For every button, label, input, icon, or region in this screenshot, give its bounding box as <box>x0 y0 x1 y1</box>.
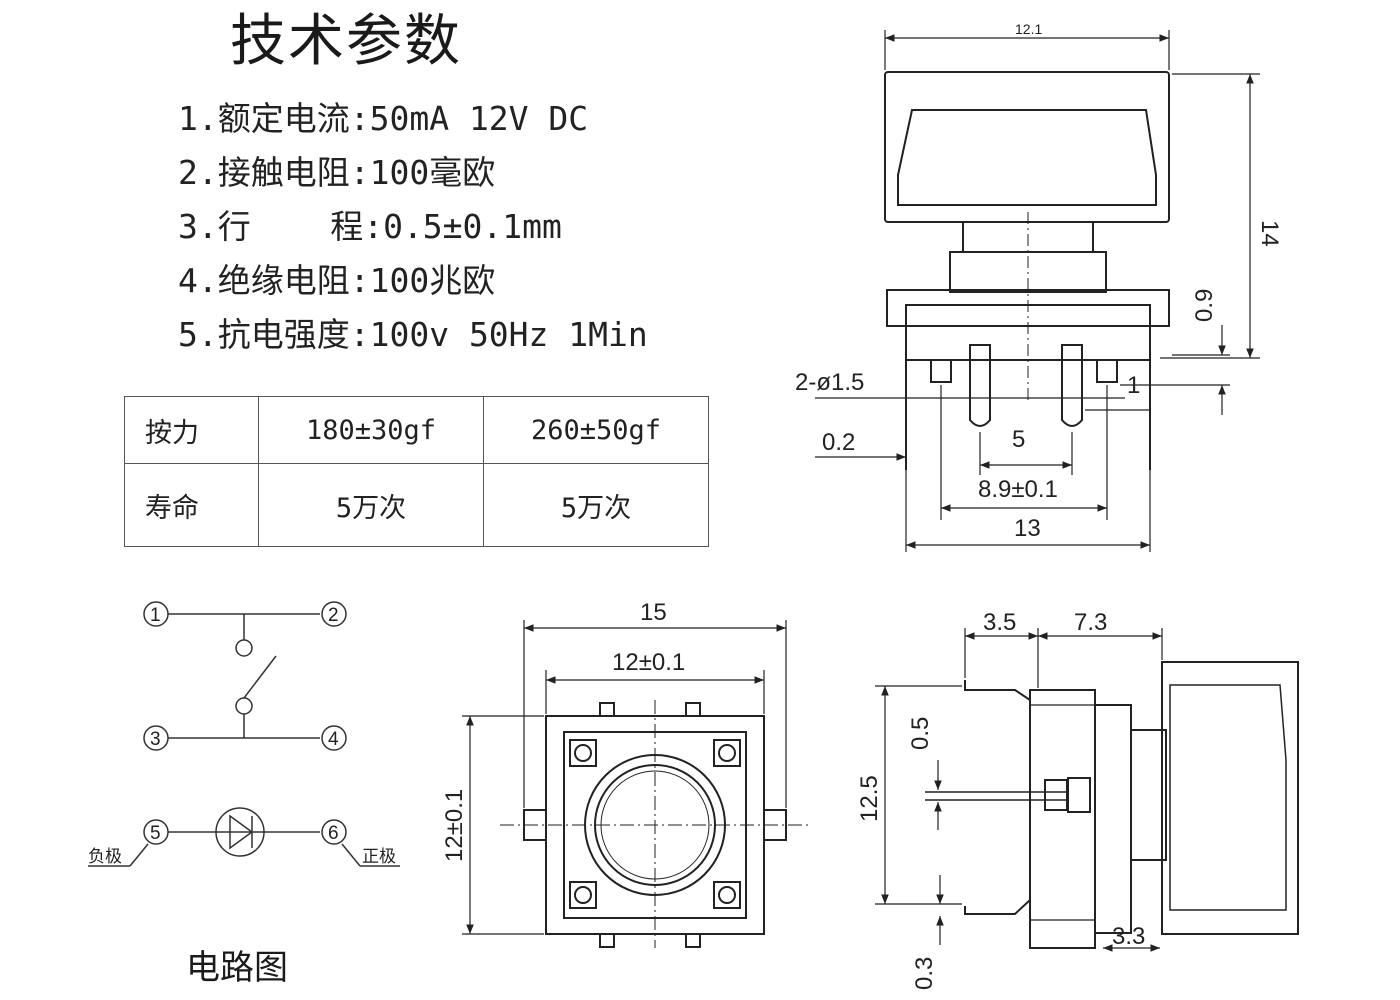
dim-0-3: 0.3 <box>911 957 938 990</box>
page-title: 技术参数 <box>230 9 462 74</box>
switch-body <box>1029 689 1096 949</box>
cap-side <box>1161 661 1299 935</box>
led-circle <box>215 807 265 857</box>
pin-5-label: 5 <box>150 823 161 844</box>
side-view-dims <box>815 30 1260 552</box>
pin-6 <box>321 819 347 845</box>
dim-15: 15 <box>640 599 667 626</box>
dim-pin-dia: 2-ø1.5 <box>795 369 864 396</box>
spec-item: 3.行 程:0.5±0.1mm <box>178 207 562 246</box>
params-table: 按力 180±30gf 260±50gf 寿命 5万次 5万次 <box>124 396 709 547</box>
pin-1-label: 1 <box>150 605 161 626</box>
led-pin-right <box>1096 359 1118 383</box>
plunger-side <box>1130 729 1167 861</box>
dim-3-3: 3.3 <box>1112 923 1145 950</box>
pin-2-label: 2 <box>328 605 339 626</box>
switch-blade <box>243 655 277 699</box>
plunger-inner-ring <box>594 764 716 886</box>
leader-positive <box>341 843 361 867</box>
dim-7-3: 7.3 <box>1074 609 1107 636</box>
spec-list: 1.额定电流:50mA 12V DC 2.接触电阻:100毫欧 3.行 程:0.… <box>178 92 648 362</box>
force-value-2: 260±50gf <box>483 396 709 464</box>
circuit-diagram <box>88 601 400 867</box>
dim-3-5: 3.5 <box>983 609 1016 636</box>
leader-negative <box>129 843 149 867</box>
dim-12-5: 12.5 <box>856 775 883 822</box>
spec-item: 2.接触电阻:100毫欧 <box>178 153 496 192</box>
pin-4 <box>321 725 347 751</box>
dim-5: 5 <box>1012 426 1025 453</box>
right-view <box>925 661 1299 949</box>
side-view <box>884 71 1170 470</box>
negative-label: 负极 <box>88 847 122 866</box>
circuit-title: 电路图 <box>186 948 288 988</box>
dim-1: 1 <box>1127 372 1140 399</box>
positive-label: 正极 <box>362 847 396 866</box>
pin-2 <box>321 601 347 627</box>
switch-pin-right <box>1061 344 1083 427</box>
dim-12-1: 12.1 <box>1015 21 1042 37</box>
pin-4-label: 4 <box>328 729 339 750</box>
pin-1 <box>143 601 169 627</box>
dim-8-9: 8.9±0.1 <box>978 476 1058 503</box>
led-pin-left <box>930 359 952 383</box>
spec-item: 1.额定电流:50mA 12V DC <box>178 99 589 138</box>
pin-5 <box>143 819 169 845</box>
dim-13: 13 <box>1014 515 1041 542</box>
table-row: 按力 180±30gf 260±50gf <box>124 396 709 464</box>
dim-12-v: 12±0.1 <box>441 789 468 862</box>
dim-0-9: 0.9 <box>1191 289 1218 322</box>
switch-contact-top <box>235 639 253 657</box>
table-row: 寿命 5万次 5万次 <box>124 463 709 547</box>
life-value-1: 5万次 <box>258 463 484 547</box>
lead-bottom <box>964 899 1031 915</box>
force-value-1: 180±30gf <box>258 396 484 464</box>
switch-pin-left <box>969 344 991 427</box>
cap-inner <box>897 109 1157 206</box>
dim-0-5: 0.5 <box>907 717 934 750</box>
dim-12-h: 12±0.1 <box>612 649 685 676</box>
pin-6-label: 6 <box>328 823 339 844</box>
life-value-2: 5万次 <box>483 463 709 547</box>
spec-item: 5.抗电强度:100v 50Hz 1Min <box>178 315 648 354</box>
row-label-life: 寿命 <box>124 463 259 547</box>
bottom-view-dims <box>462 620 787 935</box>
led-diode-icon <box>229 814 254 850</box>
dim-0-2: 0.2 <box>822 429 855 456</box>
cap-outline <box>884 71 1170 223</box>
switch-contact-bottom <box>235 697 253 715</box>
right-view-dims <box>875 628 1163 952</box>
spec-item: 4.绝缘电阻:100兆欧 <box>178 261 496 300</box>
row-label-force: 按力 <box>124 396 259 464</box>
pin-3 <box>143 725 169 751</box>
lead-top <box>964 680 1031 701</box>
bottom-view <box>500 700 810 948</box>
dim-14: 14 <box>1256 220 1283 247</box>
pin-3-label: 3 <box>150 729 161 750</box>
